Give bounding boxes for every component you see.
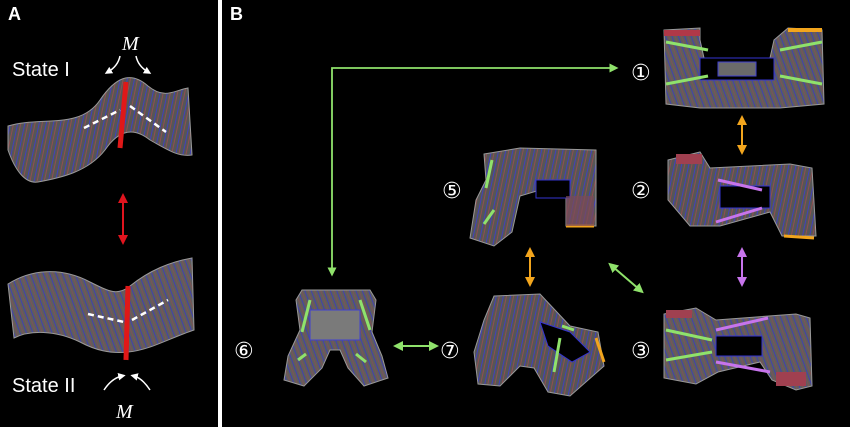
moment-arrow-left: [104, 55, 121, 74]
panel-a: A State I M State II M: [7, 4, 195, 423]
state-2-sheet: [7, 257, 195, 361]
state-7-number: ⑦: [440, 339, 460, 364]
moment-arrow-right: [135, 55, 152, 74]
moment-arrow-left-bottom: [103, 373, 126, 391]
state-3-structure: [663, 307, 813, 391]
state-3-number: ③: [631, 339, 651, 364]
state-1-label: State I: [12, 59, 70, 81]
state-2-number: ②: [631, 179, 651, 204]
moment-top-label: M: [121, 33, 140, 55]
state-1-number: ①: [631, 61, 651, 86]
moment-bottom-label: M: [115, 401, 134, 423]
transition-arrow-6-to-1: [327, 63, 619, 277]
panel-b: B ① ②: [230, 4, 825, 397]
state-5-structure: [469, 147, 597, 247]
panel-divider: [218, 0, 222, 427]
state-2-structure: [667, 151, 817, 240]
state-1-sheet: [7, 77, 193, 183]
state-6-structure: [283, 289, 389, 387]
state-1-structure: [663, 27, 825, 109]
state-6-number: ⑥: [234, 339, 254, 364]
state-2-label: State II: [12, 375, 75, 397]
state-7-structure: [473, 293, 606, 397]
transition-arrow-3-diag: [608, 262, 644, 294]
state-5-number: ⑤: [442, 179, 462, 204]
panel-a-label: A: [8, 4, 21, 24]
moment-arrow-right-bottom: [130, 373, 151, 391]
panel-b-label: B: [230, 4, 243, 24]
